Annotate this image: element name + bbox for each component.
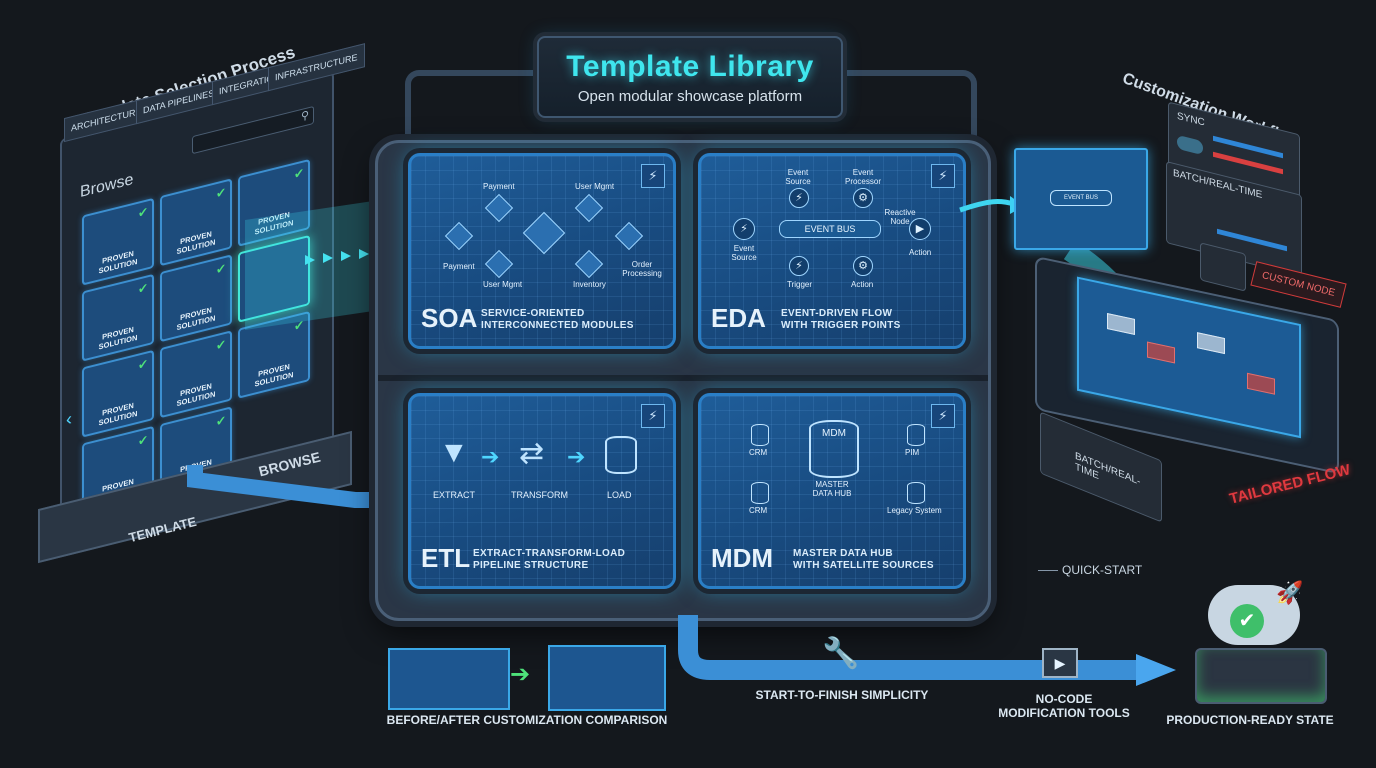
service-node: [574, 249, 604, 279]
lightning-icon[interactable]: ⚡: [641, 164, 665, 188]
batch2-label: BATCH/REAL-TIME: [1075, 450, 1141, 488]
mini-event-bus: EVENT BUS: [1050, 190, 1112, 206]
arrow-icon: ➔: [567, 444, 586, 469]
panel-code: SOA: [421, 303, 478, 333]
after-thumbnail[interactable]: [548, 645, 666, 711]
mini-workflow-panel[interactable]: EVENT BUS: [1014, 148, 1148, 250]
template-board: ⚡ Payment User Mgmt Payment User Mgmt Or…: [375, 140, 991, 621]
sync-label: SYNC: [1177, 110, 1205, 129]
arrow-icon: ➔: [481, 444, 500, 469]
header-plaque: Template Library Open modular showcase p…: [537, 36, 843, 118]
database-icon: [907, 424, 925, 446]
panel-code: MDM: [711, 543, 774, 573]
database-icon: [751, 482, 769, 504]
template-card[interactable]: ✔PROVEN SOLUTION: [82, 349, 154, 438]
play-icon: ▶: [909, 218, 931, 240]
lightning-icon[interactable]: ⚡: [641, 404, 665, 428]
database-icon: [605, 436, 637, 474]
template-card[interactable]: ✔PROVEN SOLUTION: [82, 273, 154, 362]
service-node: [574, 193, 604, 223]
template-card[interactable]: ✔PROVEN SOLUTION: [82, 197, 154, 286]
shield-check-icon: ✔: [137, 432, 148, 449]
sync-toggle[interactable]: [1177, 134, 1203, 156]
gear-icon: ⚙: [853, 188, 873, 208]
selection-connector: [187, 200, 380, 508]
page-subtitle: Open modular showcase platform: [577, 88, 803, 105]
search-input[interactable]: ⚲: [192, 105, 314, 155]
tailored-flow-label: TAILORED FLOW: [1227, 461, 1353, 508]
service-node: [484, 249, 514, 279]
page-title: Template Library: [566, 50, 814, 83]
eda-panel[interactable]: ⚡ Event Source Event Processor Event Sou…: [698, 153, 966, 349]
simplicity-label: START-TO-FINISH SIMPLICITY: [755, 688, 929, 702]
database-icon: [751, 424, 769, 446]
etl-panel[interactable]: ⚡ ▼ ⇄ ➔ ➔ EXTRACT TRANSFORM LOAD ETL EXT…: [408, 393, 676, 589]
lightning-icon: ⚡: [789, 188, 809, 208]
device-screen: [1077, 276, 1301, 439]
soa-panel[interactable]: ⚡ Payment User Mgmt Payment User Mgmt Or…: [408, 153, 676, 349]
funnel-icon: ▼: [439, 436, 469, 469]
wrench-icon: 🔧: [822, 637, 860, 670]
quickstart-connector: [1038, 570, 1058, 571]
check-badge: ✔: [1230, 604, 1264, 638]
comparison-label: BEFORE/AFTER CUSTOMIZATION COMPARISON: [386, 713, 668, 727]
production-label: PRODUCTION-READY STATE: [1166, 713, 1334, 727]
chevron-left-icon[interactable]: ‹: [66, 408, 72, 430]
shuffle-icon: ⇄: [519, 437, 545, 470]
browse-heading: Browse: [80, 170, 134, 202]
panel-code: ETL: [421, 543, 471, 573]
service-node: [484, 193, 514, 223]
panel-code: EDA: [711, 303, 766, 333]
quickstart-label: QUICK-START: [1062, 563, 1143, 577]
shield-check-icon: ✔: [137, 280, 148, 297]
shield-check-icon: ✔: [137, 356, 148, 373]
database-icon: [907, 482, 925, 504]
service-node: [444, 221, 474, 251]
arrow-icon: ➔: [510, 661, 531, 688]
mdm-hub: MDM: [809, 420, 859, 478]
service-hub: [522, 211, 566, 255]
flow-pipe: [678, 615, 1176, 686]
rocket-icon: 🚀: [1276, 580, 1304, 605]
batch-slider[interactable]: [1217, 228, 1287, 252]
lightning-icon: ⚡: [789, 256, 809, 276]
lightning-icon[interactable]: ⚡: [931, 164, 955, 188]
mdm-panel[interactable]: ⚡ MDM MASTER DATA HUB CRM PIM CRM Legacy…: [698, 393, 966, 589]
service-node: [614, 221, 644, 251]
gear-icon: ⚙: [853, 256, 873, 276]
shield-check-icon: ✔: [137, 204, 148, 221]
server-base: [1195, 648, 1327, 704]
lightning-icon: ⚡: [733, 218, 755, 240]
play-button[interactable]: ▶: [1042, 648, 1078, 678]
event-bus: EVENT BUS: [779, 220, 881, 238]
lightning-icon[interactable]: ⚡: [931, 404, 955, 428]
search-icon: ⚲: [300, 109, 309, 124]
before-thumbnail[interactable]: [388, 648, 510, 710]
